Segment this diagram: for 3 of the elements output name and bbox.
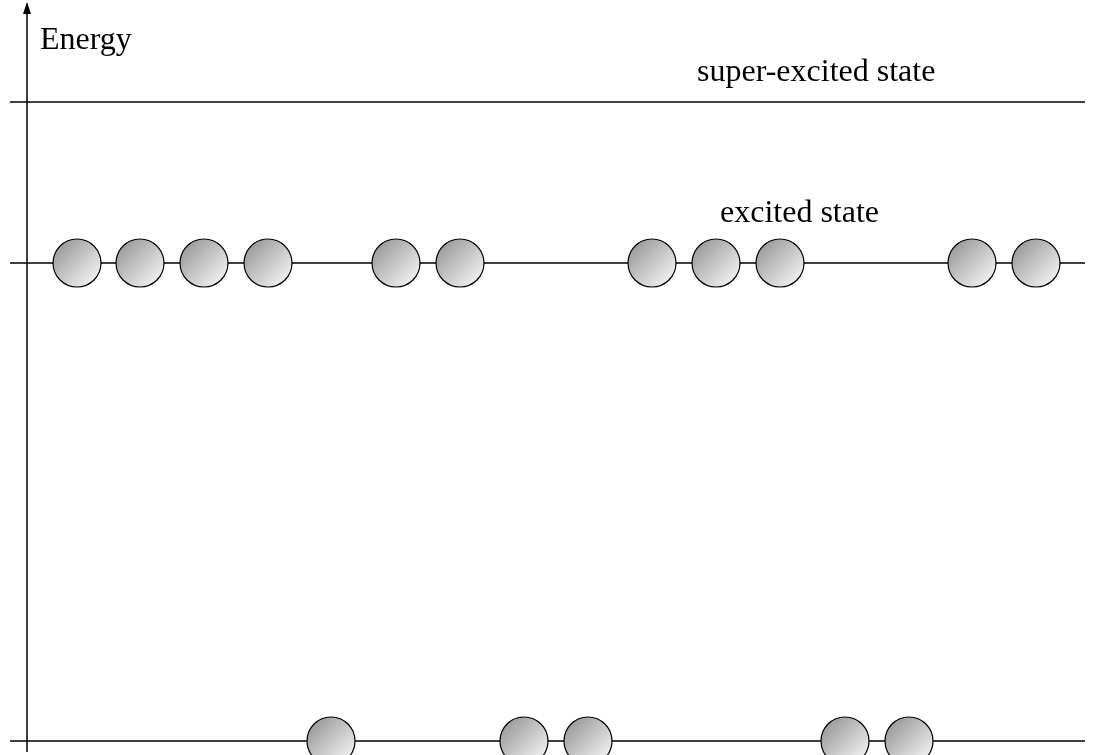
level-label: excited state	[720, 195, 880, 227]
axis-label: Energy	[40, 22, 132, 54]
level-label: super-excited state	[697, 54, 936, 86]
